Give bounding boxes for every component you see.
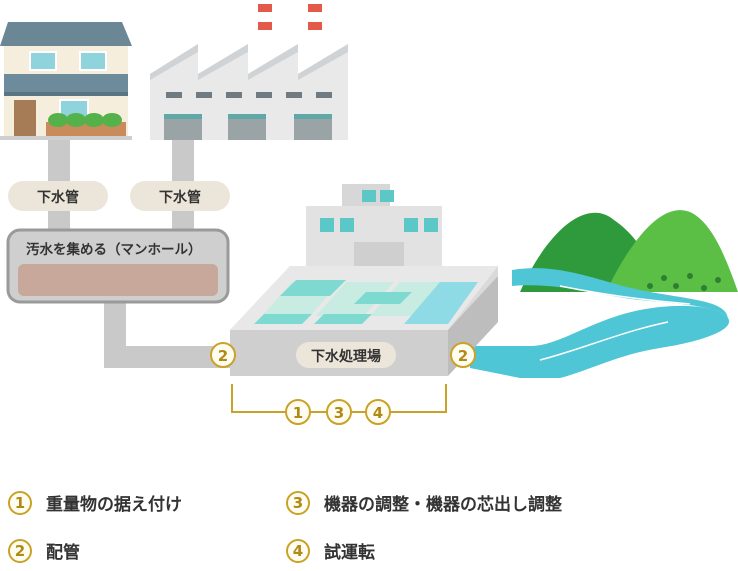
house-illustration [0, 22, 132, 140]
marker-under-1-text: 1 [293, 404, 303, 422]
legend-number: 4 [286, 538, 310, 563]
legend-item-2: 2 配管 [8, 538, 80, 563]
legend-item-3: 3 機器の調整・機器の芯出し調整 [286, 490, 562, 515]
legend-text: 配管 [46, 543, 80, 563]
manhole-label: 汚水を集める（マンホール） [26, 241, 202, 258]
marker-left-pipe-text: 2 [218, 347, 228, 365]
pipe-label-left: 下水管 [8, 181, 108, 211]
pipe-label-right: 下水管 [130, 181, 230, 211]
marker-under-3: 3 [326, 399, 352, 425]
legend-item-1: 1 重量物の据え付け [8, 490, 182, 515]
manhole-tank: 汚水を集める（マンホール） [6, 228, 230, 304]
plant-label: 下水処理場 [296, 342, 396, 368]
pipe-label-right-text: 下水管 [159, 189, 201, 206]
marker-under-4: 4 [365, 399, 391, 425]
marker-under-1: 1 [285, 399, 311, 425]
factory-illustration [150, 0, 348, 140]
legend-number: 3 [286, 490, 310, 515]
legend-text: 重量物の据え付け [46, 495, 182, 515]
marker-right-pipe-text: 2 [458, 347, 468, 365]
legend: 1 重量物の据え付け 2 配管 3 機器の調整・機器の芯出し調整 4 試運転 [0, 480, 738, 571]
legend-text: 試運転 [324, 543, 375, 563]
legend-item-4: 4 試運転 [286, 538, 375, 563]
river [470, 268, 730, 378]
marker-right-pipe: 2 [450, 342, 476, 368]
marker-left-pipe: 2 [210, 342, 236, 368]
legend-text: 機器の調整・機器の芯出し調整 [324, 495, 562, 515]
pipe-label-left-text: 下水管 [37, 189, 79, 206]
legend-number: 1 [8, 490, 32, 515]
marker-under-3-text: 3 [334, 404, 344, 422]
marker-under-4-text: 4 [373, 404, 383, 422]
treatment-plant [230, 184, 498, 376]
plant-label-text: 下水処理場 [311, 348, 381, 365]
legend-number: 2 [8, 538, 32, 563]
